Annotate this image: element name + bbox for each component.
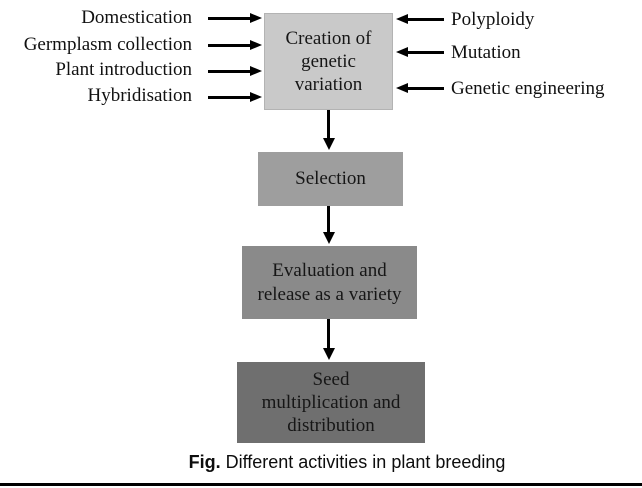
selection-box: Selection (258, 152, 403, 206)
arrow-right-icon (208, 66, 262, 76)
arrow-down-icon (322, 206, 335, 244)
arrow-left-icon (396, 47, 444, 57)
arrow-right-icon (208, 13, 262, 23)
arrow-left-icon (396, 83, 444, 93)
label-polyploidy: Polyploidy (451, 9, 535, 30)
label-germplasm-collection: Germplasm collection (23, 34, 192, 55)
caption-fig-prefix: Fig. (188, 452, 221, 472)
arrow-left-icon (396, 14, 444, 24)
caption-text: Different activities in plant breeding (225, 452, 506, 472)
arrow-right-icon (208, 92, 262, 102)
arrow-down-icon (322, 319, 335, 360)
figure-caption: Fig.Different activities in plant breedi… (0, 452, 642, 473)
arrow-right-icon (208, 40, 262, 50)
label-plant-introduction: Plant introduction (55, 59, 192, 80)
arrow-down-icon (322, 110, 335, 150)
creation-of-genetic-variation-box: Creation of genetic variation (264, 13, 393, 110)
label-genetic-engineering: Genetic engineering (451, 78, 605, 99)
label-mutation: Mutation (451, 42, 521, 63)
seed-multiplication-box: Seed multiplication and distribution (237, 362, 425, 443)
label-hybridisation: Hybridisation (87, 85, 193, 106)
evaluation-and-release-box: Evaluation and release as a variety (242, 246, 417, 319)
label-domestication: Domestication (81, 7, 192, 28)
bottom-divider-line (0, 483, 642, 486)
